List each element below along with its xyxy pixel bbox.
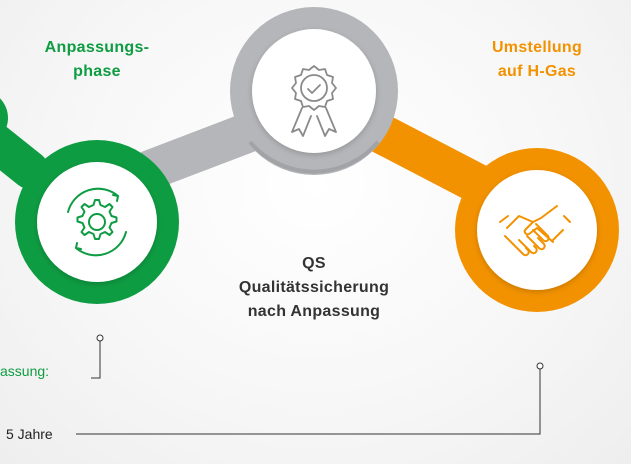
step-qs-title-line2: Qualitätssicherung: [238, 279, 390, 296]
step-anpassungsphase-title: Anpassungs- phase: [22, 36, 172, 84]
step-qs-title: QS Qualitätssicherung nach Anpassung: [214, 252, 414, 324]
step-anpassungsphase-node: [15, 140, 179, 304]
callout-line-right: [76, 362, 544, 435]
note-left-partial: assung:: [0, 363, 50, 379]
step-umstellung-title-line1: Umstellung: [491, 39, 583, 56]
step-qs-title-line1: QS: [302, 255, 326, 272]
step-anpassungsphase-title-line1: Anpassungs-: [44, 39, 150, 56]
callout-line-left: [91, 334, 104, 379]
award-badge-icon: [291, 65, 337, 137]
note-bottom-partial: 5 Jahre: [6, 426, 53, 442]
connector-left-green: [0, 121, 49, 189]
step-qs-title-line3: nach Anpassung: [247, 303, 381, 320]
step-umstellung-title: Umstellung auf H-Gas: [462, 36, 612, 84]
step-anpassungsphase-title-line2: phase: [73, 63, 121, 80]
step-umstellung-title-line2: auf H-Gas: [497, 63, 577, 80]
gear-cycle-icon: [67, 187, 127, 257]
step-umstellung-node: [455, 148, 619, 312]
handshake-icon: [499, 205, 571, 257]
partial-ring-left: [0, 98, 8, 138]
